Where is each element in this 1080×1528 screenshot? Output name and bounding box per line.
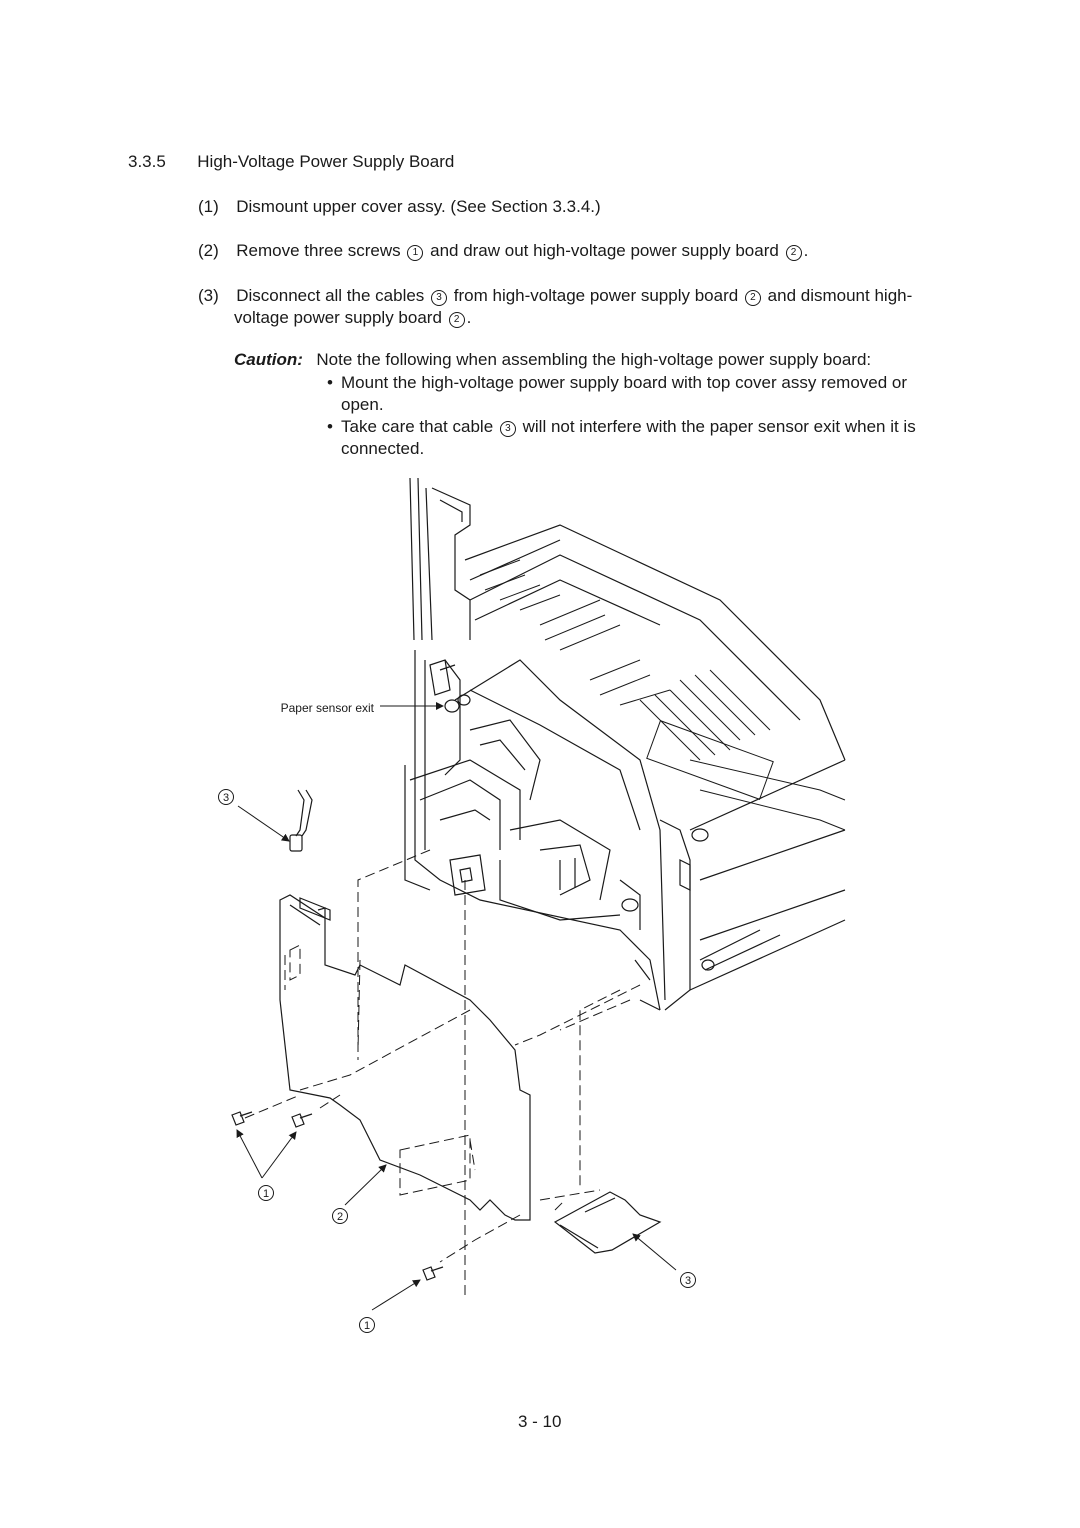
step-text: from high-voltage power supply board (453, 286, 739, 305)
step-text: . (803, 241, 809, 260)
step-text: Dismount upper cover assy. (See Section … (236, 197, 601, 216)
step-text: . (466, 308, 472, 327)
step-3-line-2: voltage power supply board 2. (234, 307, 471, 329)
flat-cable-bottom (553, 1191, 662, 1254)
power-supply-board (279, 894, 531, 1221)
step-number: (3) (198, 286, 219, 305)
bullet-text: will not interfere with the paper sensor… (522, 417, 916, 436)
callout-ref: 1 (407, 245, 424, 261)
callout-2-board: 2 (332, 1208, 348, 1224)
printer-body-drawing (404, 477, 846, 1011)
leader-cable-bottom (632, 1233, 677, 1271)
step-text: Disconnect all the cables (236, 286, 425, 305)
callout-1-left: 1 (258, 1185, 274, 1201)
caution-bullet-1: • Mount the high-voltage power supply boa… (327, 372, 907, 394)
caution-label: Caution: (234, 350, 303, 369)
step-3: (3) Disconnect all the cables 3 from hig… (198, 285, 912, 307)
cable-connector-top (289, 789, 313, 852)
screw-left-2 (291, 1113, 313, 1128)
callout-3-top: 3 (218, 789, 234, 805)
step-1: (1) Dismount upper cover assy. (See Sect… (198, 196, 601, 218)
callout-ref: 2 (744, 290, 761, 306)
step-number: (1) (198, 197, 219, 216)
caution-bullet-2-line-2: connected. (341, 438, 424, 460)
bullet-text: Mount the high-voltage power supply boar… (341, 373, 908, 392)
callout-ref: 2 (785, 245, 802, 261)
paper-sensor-exit-label: Paper sensor exit (281, 701, 375, 715)
leader-screw-bottom (371, 1279, 421, 1311)
step-text: Remove three screws (236, 241, 401, 260)
caution-bullet-2: • Take care that cable 3 will not interfe… (327, 416, 916, 438)
leader-screw-1a (236, 1129, 263, 1179)
callout-ref: 3 (431, 290, 448, 306)
callout-3-bottom: 3 (680, 1272, 696, 1288)
section-title: High-Voltage Power Supply Board (197, 152, 455, 171)
bullet-text: open. (341, 395, 384, 414)
bullet-text: Take care that cable (341, 417, 494, 436)
callout-ref: 2 (448, 312, 465, 328)
callout-number: 2 (337, 1211, 343, 1223)
step-text: and draw out high-voltage power supply b… (430, 241, 779, 260)
screws (231, 1111, 444, 1281)
step-2: (2) Remove three screws 1 and draw out h… (198, 240, 808, 262)
bullet-dot: • (327, 417, 333, 436)
section-number: 3.3.5 (128, 152, 166, 171)
callout-number: 3 (685, 1275, 691, 1287)
bullet-text: connected. (341, 439, 425, 458)
callout-ref: 3 (499, 421, 516, 437)
caution-bullet-1-line-2: open. (341, 394, 384, 416)
section-heading: 3.3.5 High-Voltage Power Supply Board (128, 151, 454, 173)
step-text: and dismount high- (767, 286, 913, 305)
step-number: (2) (198, 241, 219, 260)
leader-board (344, 1164, 387, 1206)
step-text: voltage power supply board (234, 308, 442, 327)
bullet-dot: • (327, 373, 333, 392)
leader-screw-1b (261, 1131, 297, 1179)
screw-bottom (422, 1266, 444, 1281)
leader-lines (236, 702, 677, 1311)
caution-intro: Note the following when assembling the h… (316, 350, 872, 369)
callout-number: 1 (263, 1188, 269, 1200)
phantom-lines (244, 849, 641, 1300)
caution-line: Caution: Note the following when assembl… (234, 349, 871, 371)
page-number: 3 - 10 (518, 1412, 562, 1431)
callout-1-bottom: 1 (359, 1317, 375, 1333)
callout-number: 1 (364, 1320, 370, 1332)
callout-number: 3 (223, 792, 229, 804)
screw-left-1 (231, 1111, 253, 1126)
leader-cable-top (237, 805, 290, 842)
